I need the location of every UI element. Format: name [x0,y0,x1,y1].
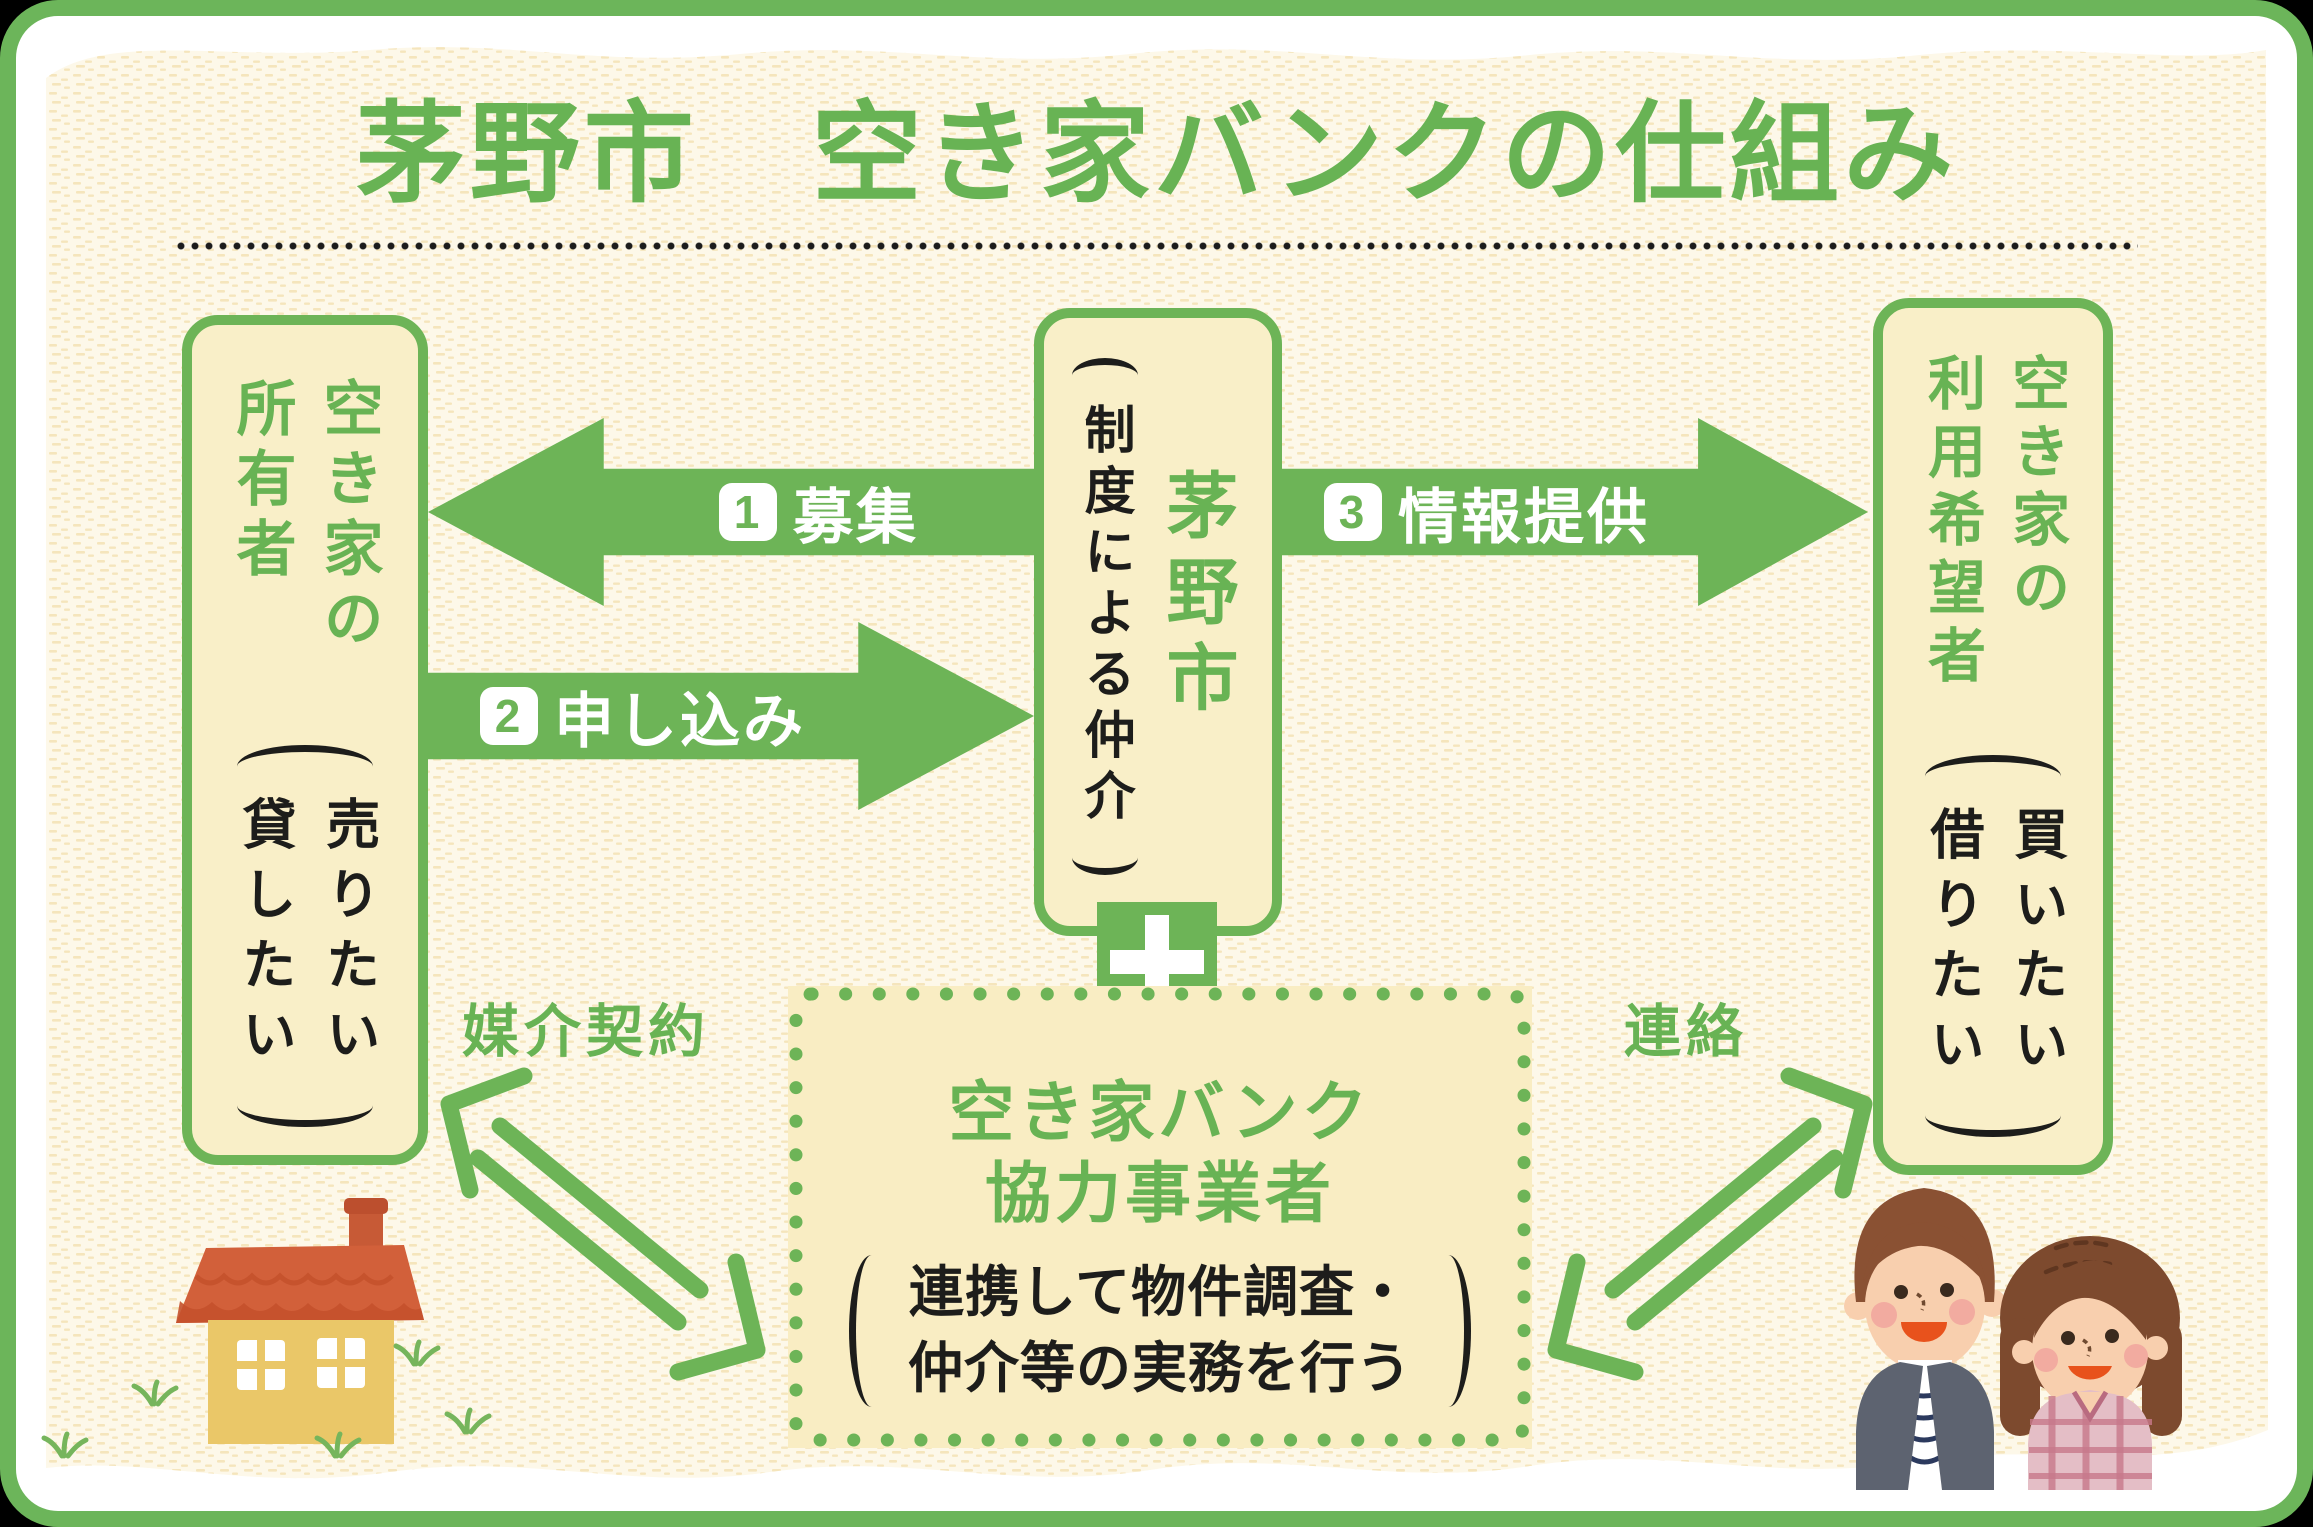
apply-arrow-label: 申し込み [554,687,806,755]
paren-open-icon [237,745,373,788]
partner-heading-line2: 協力事業者 [985,1155,1335,1230]
seeker-heading: 空き家の 利用希望者 [1909,353,2077,693]
paren-close-icon [1072,840,1138,875]
seeker-heading-col1: 空き家の [2003,353,2069,625]
recruit-arrow-label: 募集 [793,483,919,551]
step-3-badge: 3 [1324,483,1382,541]
partner-note: 連携して物件調査・ 仲介等の実務を行う [848,1255,1471,1408]
partner-heading-line1: 空き家バンク [948,1075,1372,1149]
owner-note: 売りたい 貸したい [192,745,418,1127]
mediation-double-arrow-icon [440,1067,766,1381]
seeker-heading-col2: 利用希望者 [1919,353,1984,693]
owner-note-col1: 売りたい [317,796,378,1076]
paren-open-icon [848,1255,894,1408]
mediation-label: 媒介契約 [462,1000,710,1064]
step-2-badge: 2 [480,687,538,745]
paren-open-icon [1925,755,2061,798]
owner-heading: 空き家の 所有者 [218,377,392,657]
step-1-badge: 1 [719,483,777,541]
owner-box: 空き家の 所有者 売りたい 貸したい [182,315,428,1165]
page-title: 茅野市 空き家バンクの仕組み [355,93,1958,216]
dotted-border-icon [789,987,1531,1447]
seeker-box: 空き家の 利用希望者 買いたい 借りたい [1873,298,2113,1175]
paren-close-icon [237,1084,373,1127]
seeker-note-col1: 買いたい [2005,806,2066,1086]
partner-box: 空き家バンク 協力事業者 連携して物件調査・ 仲介等の実務を行う [788,986,1532,1448]
city-box: 茅野市 制度による仲介 [1034,308,1282,936]
contact-double-arrow-icon [1547,1067,1873,1381]
seeker-note-col2: 借りたい [1922,806,1982,1086]
partner-note-line2: 仲介等の実務を行う [907,1337,1412,1400]
owner-heading-col2: 所有者 [228,377,295,587]
city-note: 制度による仲介 [1064,358,1146,875]
paren-close-icon [1426,1255,1471,1408]
info-arrow-label: 情報提供 [1398,483,1650,551]
owner-heading-col1: 空き家の [315,377,382,657]
partner-note-line1: 連携して物件調査・ [908,1261,1412,1324]
owner-note-col2: 貸したい [234,796,294,1076]
city-note-text: 制度による仲介 [1077,403,1134,830]
house-illustration [41,1198,492,1459]
city-heading: 茅野市 [1155,468,1235,726]
grass-icon [41,1339,492,1459]
paren-open-icon [1072,358,1138,393]
title-separator [176,240,2138,252]
contact-label: 連絡 [1624,1000,1748,1064]
seeker-note: 買いたい 借りたい [1883,755,2103,1137]
paren-close-icon [1925,1094,2061,1137]
couple-illustration [1844,1188,2182,1490]
